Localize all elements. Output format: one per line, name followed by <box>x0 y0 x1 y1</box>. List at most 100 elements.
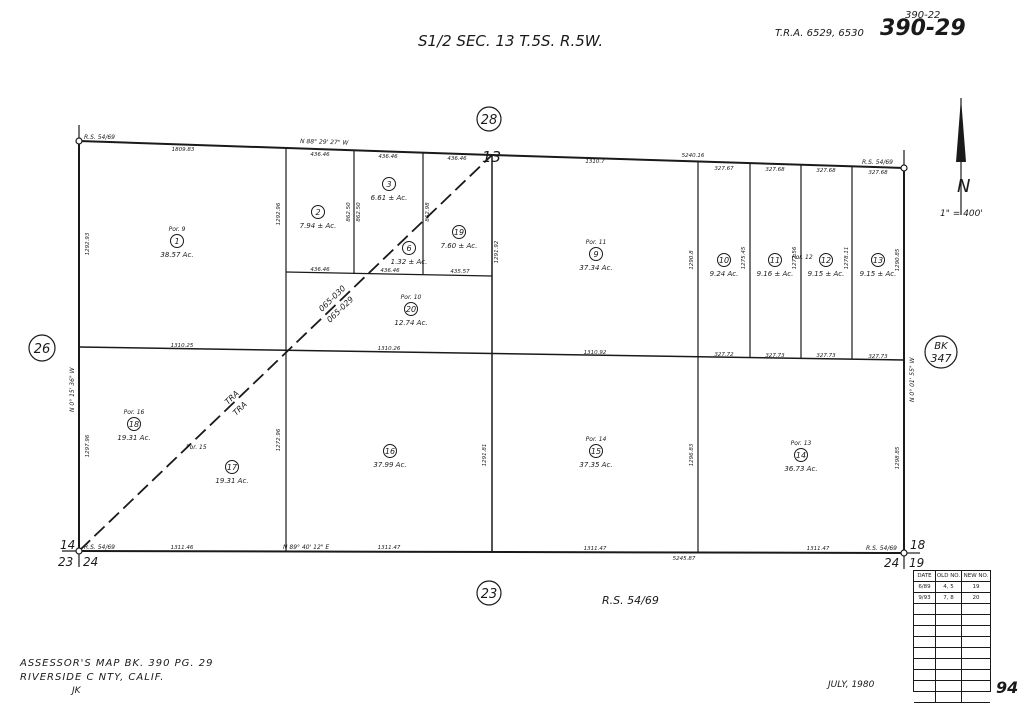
parcel-number-circle <box>404 302 418 316</box>
parcel-area: 37.34 Ac. <box>579 264 612 272</box>
rs-sw: R.S. 54/69 <box>84 544 115 551</box>
parcel-number-circle <box>127 417 141 431</box>
revision-cell: 4, 5 <box>936 582 962 592</box>
revision-cell <box>914 681 936 691</box>
footer-line2: RIVERSIDE C NTY, CALIF. <box>20 672 165 683</box>
revision-cell <box>936 615 962 625</box>
parcel-number: 13 <box>873 256 883 265</box>
parcel-number-circle <box>589 444 603 458</box>
parcel-number-circle <box>452 225 466 239</box>
dim: 1275.45 <box>741 246 747 269</box>
dim: 1298.85 <box>895 446 901 469</box>
parcel-portion: Por. 9 <box>169 226 186 233</box>
revision-cell: 6/89 <box>914 582 936 592</box>
bearing-east: N 0° 01' 55" W <box>909 356 916 402</box>
parcel-number: 15 <box>591 447 601 456</box>
dim: 862.98 <box>425 202 431 222</box>
revision-cell: 7, 8 <box>936 593 962 603</box>
revision-cell <box>962 659 990 669</box>
revision-cell <box>962 637 990 647</box>
dim: 1311.46 <box>171 545 194 551</box>
ref-right-num: 347 <box>931 352 952 365</box>
dim: 436.46 <box>378 154 398 160</box>
parcel-3: 36.61 ± Ac. <box>371 177 407 202</box>
parcel-number: 18 <box>129 420 139 429</box>
north-arrow-icon: N 1" = 400' <box>940 98 983 219</box>
revision-cell <box>914 626 936 636</box>
sec-top: 13 <box>482 148 501 166</box>
ref-left: 26 <box>34 342 51 357</box>
dim: 327.72 <box>714 352 734 358</box>
book-page-small: 390-22 <box>905 10 941 21</box>
revision-cell <box>936 681 962 691</box>
monuments <box>75 137 908 557</box>
dim: 862.50 <box>356 202 362 222</box>
revision-cell <box>962 692 990 702</box>
dim: 327.73 <box>765 353 785 359</box>
revision-cell <box>962 604 990 614</box>
line-por10-top <box>285 271 493 277</box>
sec-nw-upper: 14 <box>60 538 75 552</box>
ref-circle-top <box>476 106 502 132</box>
parcel-portion: Por. 12 <box>792 254 813 261</box>
revision-cell <box>936 670 962 680</box>
parcel-number-circle <box>311 205 325 219</box>
parcel-12: 129.15 ± Ac. <box>808 253 844 278</box>
dim: 436.46 <box>447 156 467 162</box>
revision-cell <box>914 692 936 702</box>
dim: 1272.96 <box>276 428 282 451</box>
dim: 1272.56 <box>792 246 798 269</box>
dim: 1310.7 <box>585 159 605 165</box>
revision-cell <box>914 637 936 647</box>
parcel-portion: Por. 15 <box>186 444 207 451</box>
scale-ratio: 1" = 400' <box>940 209 983 219</box>
dim: 1311.47 <box>584 546 607 552</box>
footer-initials: JK <box>72 686 81 696</box>
parcel-area: 19.31 Ac. <box>215 477 248 485</box>
parcel-portion: Por. 10 <box>401 294 422 301</box>
revision-row <box>914 637 990 648</box>
parcel-area: 1.32 ± Ac. <box>391 258 428 266</box>
revision-cell <box>962 681 990 691</box>
parcel-portion: Por. 13 <box>791 440 812 447</box>
dim: 1296.83 <box>689 443 695 466</box>
dim: 1278.11 <box>844 247 850 270</box>
dim: 5245.87 <box>673 556 696 562</box>
sec-ne-upper: 18 <box>910 538 926 552</box>
revision-cell <box>962 615 990 625</box>
parcel-area: 7.60 ± Ac. <box>441 242 478 250</box>
rs-ne: R.S. 54/69 <box>862 159 893 166</box>
revision-cell <box>914 670 936 680</box>
dim: 436.46 <box>310 267 330 273</box>
dim: 327.73 <box>868 354 888 360</box>
revision-cell <box>936 692 962 702</box>
parcel-number-circle <box>768 253 782 267</box>
dim: 1310.92 <box>584 350 607 356</box>
dim: 436.46 <box>380 268 400 274</box>
parcel-area: 38.57 Ac. <box>160 251 193 259</box>
parcel-lines <box>62 125 920 569</box>
dim: 1310.26 <box>378 346 401 352</box>
dim: 1297.96 <box>85 434 91 457</box>
parcel-number: 3 <box>386 180 391 189</box>
parcel-2: 27.94 ± Ac. <box>300 205 336 230</box>
revision-row <box>914 692 990 703</box>
book-page-number: 390-29 <box>880 16 966 41</box>
dim: 1311.47 <box>378 545 401 551</box>
parcel-area: 37.35 Ac. <box>579 461 612 469</box>
revision-cell <box>936 604 962 614</box>
parcel-number: 12 <box>821 256 831 265</box>
parcel-number: 11 <box>770 256 780 265</box>
parcel-portion: Por. 16 <box>124 409 145 416</box>
parcel-number: 14 <box>796 451 806 460</box>
bearing-west: N 0° 15' 36" W <box>69 366 76 412</box>
dim: 1290.8 <box>689 250 695 270</box>
